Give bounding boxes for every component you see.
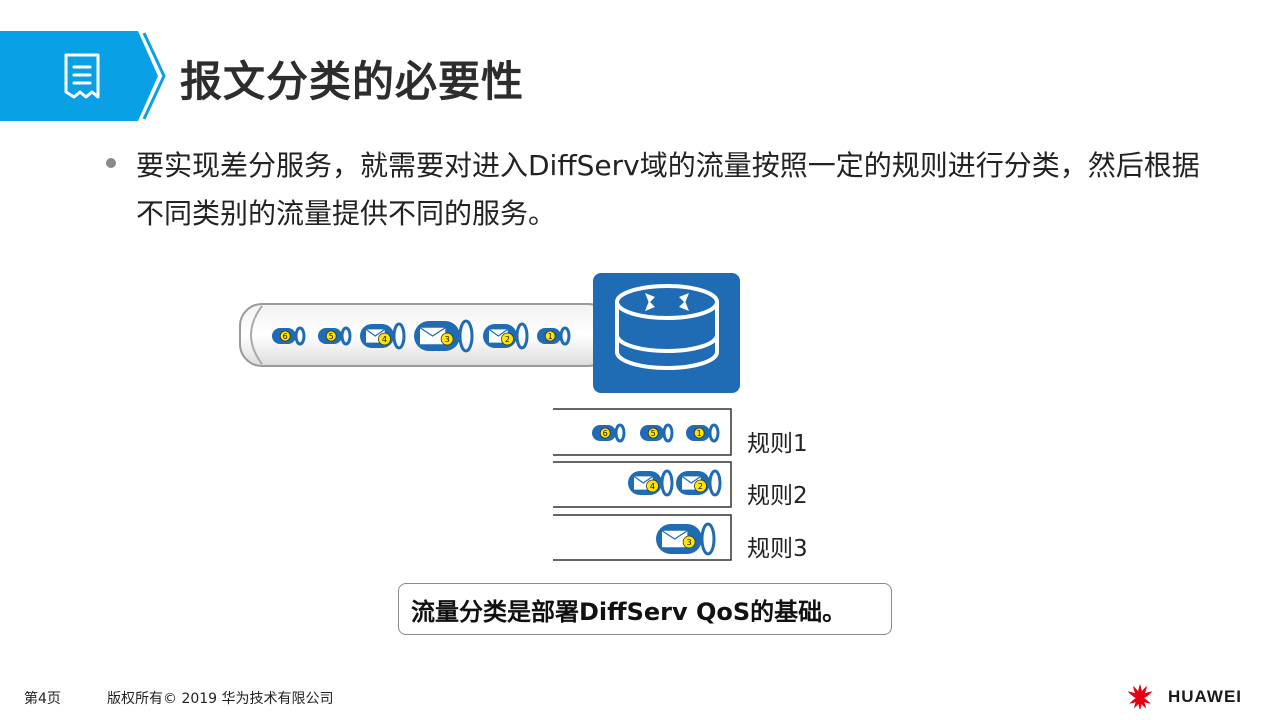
svg-text:6: 6 [603, 429, 608, 438]
rule-lane-1 [553, 408, 732, 456]
svg-text:5: 5 [329, 332, 334, 341]
rule-lane-2 [553, 461, 732, 508]
conclusion-box: 流量分类是部署DiffServ QoS的基础。 [398, 583, 892, 635]
huawei-logo-icon [1127, 684, 1153, 710]
svg-text:2: 2 [505, 335, 510, 344]
packet-1: 1 [537, 326, 571, 346]
svg-text:5: 5 [651, 429, 656, 438]
svg-text:4: 4 [650, 482, 655, 491]
svg-text:4: 4 [382, 335, 387, 344]
rule-label-3: 规则3 [747, 536, 808, 562]
packet-2: 2 [676, 469, 722, 497]
rule-lane-3 [553, 514, 732, 561]
page-title: 报文分类的必要性 [180, 57, 525, 106]
bullet-text: 要实现差分服务，就需要对进入DiffServ域的流量按照一定的规则进行分类，然后… [136, 149, 1200, 230]
packet-5: 5 [318, 326, 352, 346]
packet-6: 6 [272, 326, 306, 346]
header-accent-bar [0, 31, 128, 121]
svg-text:2: 2 [698, 482, 703, 491]
document-icon [64, 53, 100, 99]
page-number: 第4页 [24, 691, 61, 707]
router-icon [593, 273, 740, 393]
packet-4: 4 [628, 469, 674, 497]
conclusion-text: 流量分类是部署DiffServ QoS的基础。 [411, 597, 847, 626]
svg-text:1: 1 [697, 429, 702, 438]
rule-label-1: 规则1 [747, 431, 808, 457]
packet-2: 2 [483, 322, 529, 350]
header-chevron [128, 31, 166, 121]
svg-text:6: 6 [283, 332, 288, 341]
packet-6: 6 [592, 423, 626, 443]
bullet-dot [106, 158, 116, 168]
packet-3: 3 [414, 319, 474, 353]
brand-name: HUAWEI [1168, 687, 1242, 706]
svg-text:3: 3 [445, 335, 450, 344]
svg-text:3: 3 [687, 538, 692, 547]
copyright-text: 版权所有© 2019 华为技术有限公司 [107, 691, 334, 707]
packet-4: 4 [360, 322, 406, 350]
rule-label-2: 规则2 [747, 483, 808, 509]
svg-text:1: 1 [548, 332, 553, 341]
packet-5: 5 [640, 423, 674, 443]
packet-3: 3 [656, 522, 716, 556]
packet-1: 1 [686, 423, 720, 443]
